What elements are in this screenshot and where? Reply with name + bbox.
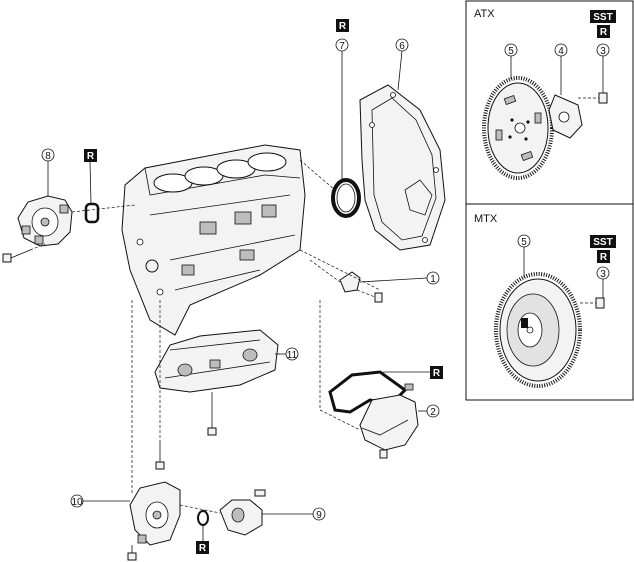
- atx-callout-4: 4: [554, 43, 568, 95]
- balancer-unit: [154, 329, 279, 393]
- rear-oil-seal: [331, 178, 361, 218]
- knock-sensor: [309, 259, 428, 303]
- callout-10: 10: [70, 494, 130, 508]
- atx-backing-plate: [548, 94, 583, 139]
- callout-11: 11: [275, 347, 299, 361]
- o-ring: [197, 510, 209, 526]
- oil-pump-bolt: [127, 545, 137, 561]
- svg-text:11: 11: [287, 350, 298, 361]
- svg-text:8: 8: [45, 151, 51, 162]
- svg-text:R: R: [87, 151, 95, 162]
- svg-text:3: 3: [600, 46, 606, 57]
- mtx-flywheel: [494, 272, 582, 388]
- mtx-callout-5: 5: [517, 234, 531, 280]
- svg-text:R: R: [199, 543, 207, 554]
- atx-sst-badge: SST: [590, 10, 616, 23]
- svg-text:3: 3: [600, 269, 606, 280]
- svg-text:10: 10: [71, 497, 83, 508]
- atx-r-badge: R: [597, 25, 610, 38]
- oil-pump-drive: [219, 489, 266, 536]
- atx-bolt: [578, 88, 608, 104]
- cylinder-block: [121, 144, 306, 336]
- svg-text:SST: SST: [593, 237, 612, 248]
- mtx-callout-3: 3: [596, 266, 610, 298]
- water-pump-gasket: [84, 202, 100, 224]
- callout-2: 2: [418, 404, 440, 418]
- callout-7: 7: [335, 38, 349, 180]
- svg-text:5: 5: [521, 237, 527, 248]
- svg-text:9: 9: [316, 510, 322, 521]
- atx-title: ATX: [474, 8, 495, 20]
- long-bolt: [155, 300, 165, 470]
- atx-callout-3: 3: [596, 43, 610, 88]
- oil-pump: [129, 481, 181, 546]
- svg-text:1: 1: [430, 274, 436, 285]
- svg-text:R: R: [600, 252, 608, 263]
- svg-text:2: 2: [430, 407, 436, 418]
- r-badge-gasket: R: [383, 366, 443, 379]
- atx-drive-plate: [482, 76, 554, 180]
- svg-text:5: 5: [508, 46, 514, 57]
- mtx-sst-badge: SST: [590, 235, 616, 248]
- r-badge-oring: R: [196, 525, 209, 554]
- mtx-r-badge: R: [597, 250, 610, 263]
- svg-text:4: 4: [558, 46, 564, 57]
- water-pump: [17, 195, 73, 247]
- mtx-bolt: [580, 297, 605, 309]
- callout-1: 1: [426, 271, 440, 285]
- callout-9: 9: [262, 507, 326, 521]
- callout-8: 8: [41, 148, 55, 196]
- svg-text:R: R: [433, 368, 441, 379]
- r-badge-pump: R: [84, 149, 97, 205]
- r-badge-seal: R: [336, 19, 349, 32]
- mtx-title: MTX: [474, 213, 498, 225]
- callout-6: 6: [395, 38, 409, 91]
- rear-cover-gasket: [359, 84, 446, 251]
- svg-text:R: R: [339, 21, 347, 32]
- water-pump-bolt: [2, 243, 46, 263]
- balancer-bolt: [207, 392, 217, 436]
- oil-strainer-baffle: [359, 383, 419, 459]
- svg-text:6: 6: [399, 41, 405, 52]
- svg-text:SST: SST: [593, 12, 612, 23]
- svg-text:7: 7: [339, 41, 345, 52]
- svg-text:R: R: [600, 27, 608, 38]
